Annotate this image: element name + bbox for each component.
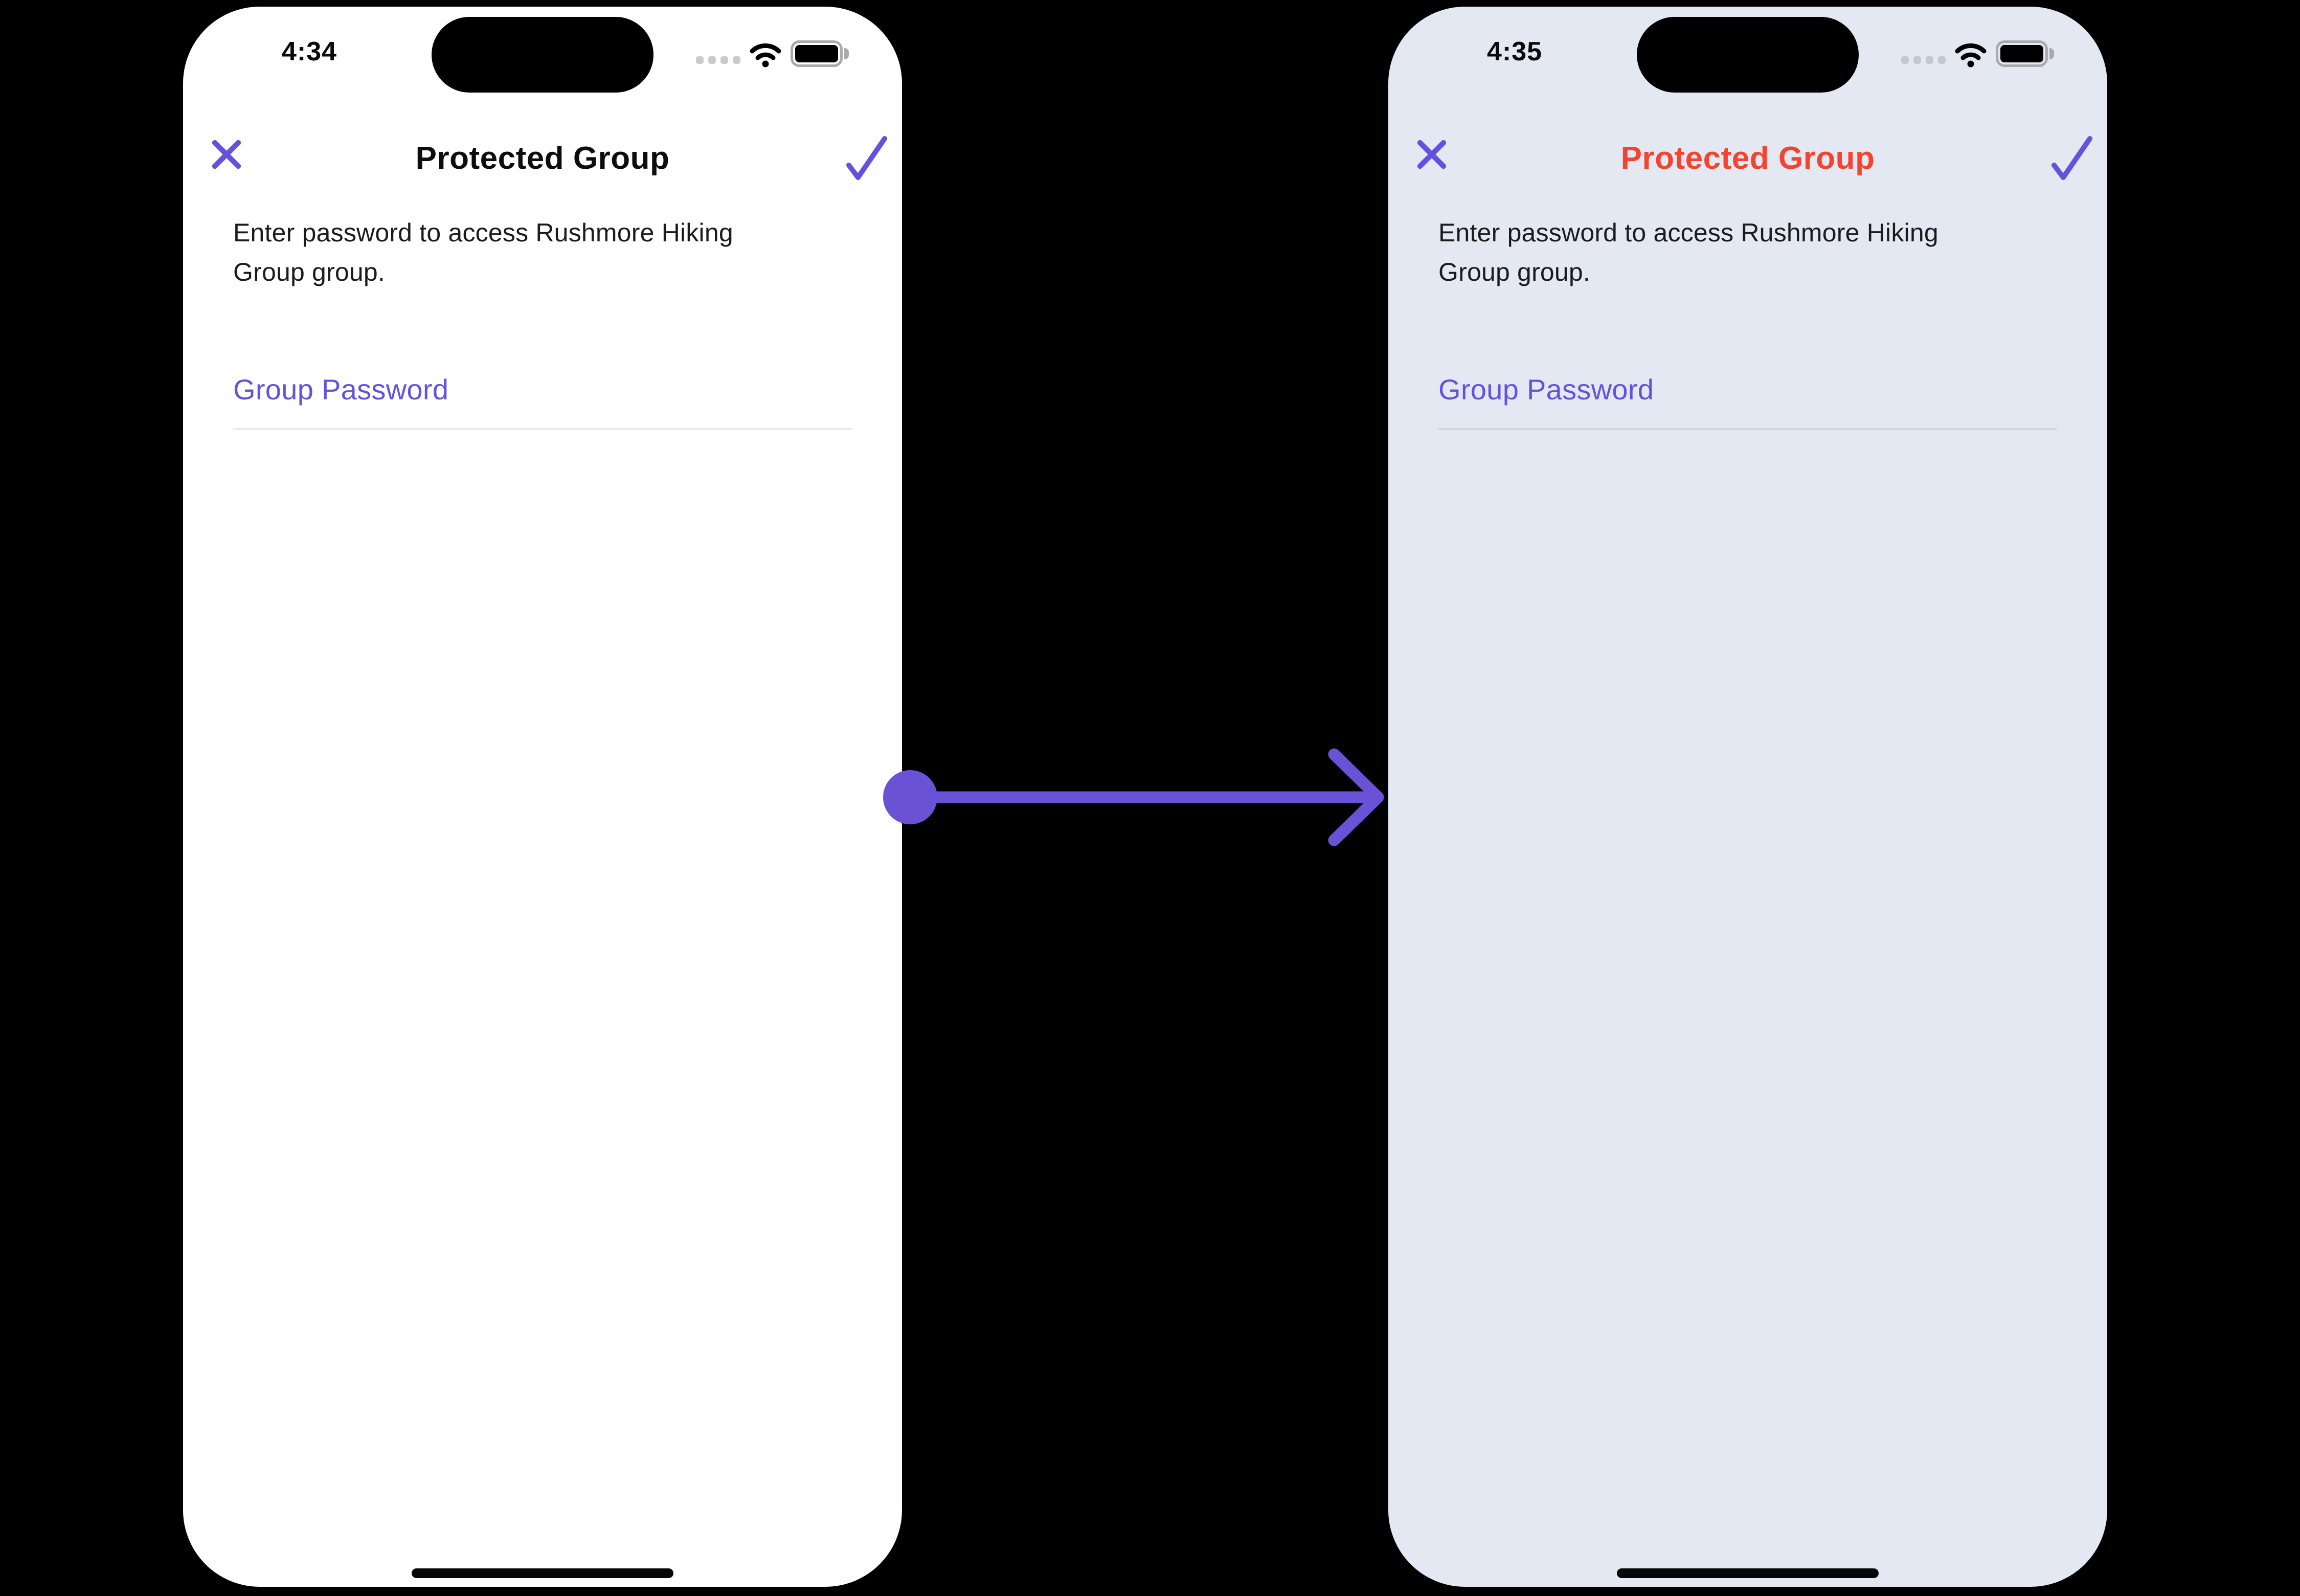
status-time: 4:34 xyxy=(281,37,337,66)
close-icon xyxy=(212,140,241,169)
battery-icon xyxy=(791,40,849,67)
field-label: Group Password xyxy=(1438,373,1654,406)
battery-icon xyxy=(1996,40,2054,67)
checkmark-icon xyxy=(846,136,887,180)
dynamic-island xyxy=(432,17,653,93)
page-title: Protected Group xyxy=(415,141,670,176)
confirm-button[interactable] xyxy=(845,133,889,183)
checkmark-icon xyxy=(2051,136,2092,180)
home-indicator[interactable] xyxy=(412,1568,673,1578)
wifi-icon xyxy=(750,43,781,68)
close-button[interactable] xyxy=(1416,139,1448,170)
arrow-head xyxy=(1328,748,1384,846)
confirm-button[interactable] xyxy=(2050,133,2094,183)
page-title: Protected Group xyxy=(1620,141,1875,176)
status-time: 4:35 xyxy=(1486,37,1543,66)
cellular-signal-icon xyxy=(1901,56,1946,64)
close-button[interactable] xyxy=(211,139,242,170)
dynamic-island xyxy=(1637,17,1859,93)
status-icons xyxy=(1901,39,2054,68)
phone-left: 4:34 Protected Group Enter pa xyxy=(183,7,902,1587)
cellular-signal-icon xyxy=(696,56,740,64)
description-text: Enter password to access Rushmore Hiking… xyxy=(233,218,733,286)
field-underline xyxy=(1438,428,2057,430)
phone-right: 4:35 Protected Group Enter pa xyxy=(1388,7,2107,1587)
group-password-field[interactable]: Group Password xyxy=(233,373,852,439)
close-icon xyxy=(1417,140,1447,169)
field-underline xyxy=(233,428,852,430)
status-icons xyxy=(696,39,849,68)
wifi-icon xyxy=(1955,43,1987,68)
transition-arrow xyxy=(883,748,1384,846)
description-text: Enter password to access Rushmore Hiking… xyxy=(1438,218,1938,286)
group-password-field[interactable]: Group Password xyxy=(1438,373,2057,439)
field-label: Group Password xyxy=(233,373,449,406)
home-indicator[interactable] xyxy=(1617,1568,1879,1578)
